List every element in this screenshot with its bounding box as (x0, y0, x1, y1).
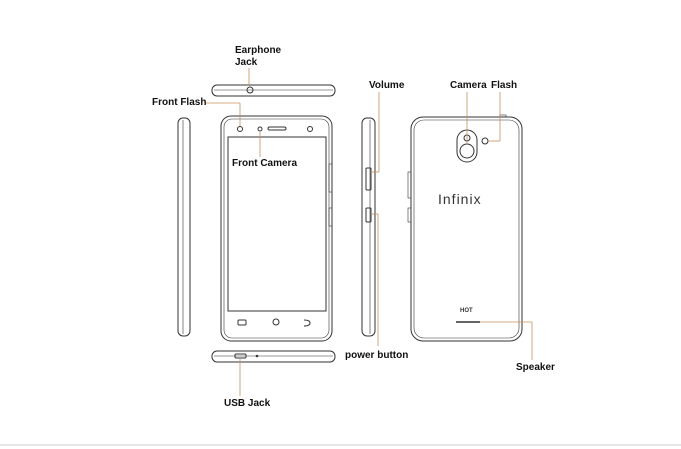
sensor-icon (308, 127, 313, 132)
earpiece-icon (268, 127, 286, 130)
power-button-label: power button (345, 350, 408, 361)
earphone-jack-label-line2: Jack (235, 57, 257, 68)
front-view (221, 116, 332, 341)
bottom-view (212, 351, 335, 362)
front-camera-label: Front Camera (232, 158, 297, 169)
camera-label: Camera (450, 80, 487, 91)
volume-label: Volume (369, 80, 404, 91)
usb-jack-label: USB Jack (224, 398, 270, 409)
speaker-label: Speaker (516, 362, 555, 373)
brand-logo-text: Infinix (438, 191, 482, 207)
rear-flash-icon (482, 138, 488, 144)
earphone-jack-label: Earphone (235, 45, 281, 56)
front-camera-icon (258, 127, 262, 131)
right-side-view (362, 118, 375, 336)
top-view (212, 85, 335, 96)
home-key-icon (273, 319, 279, 325)
front-flash-icon (238, 127, 243, 132)
model-badge: HOT (460, 308, 473, 314)
back-key-icon (304, 320, 310, 326)
front-flash-label: Front Flash (152, 97, 206, 108)
menu-key-icon (238, 320, 246, 325)
flash-label: Flash (491, 80, 517, 91)
rear-camera-lens (460, 144, 474, 158)
left-side-view (178, 118, 190, 336)
